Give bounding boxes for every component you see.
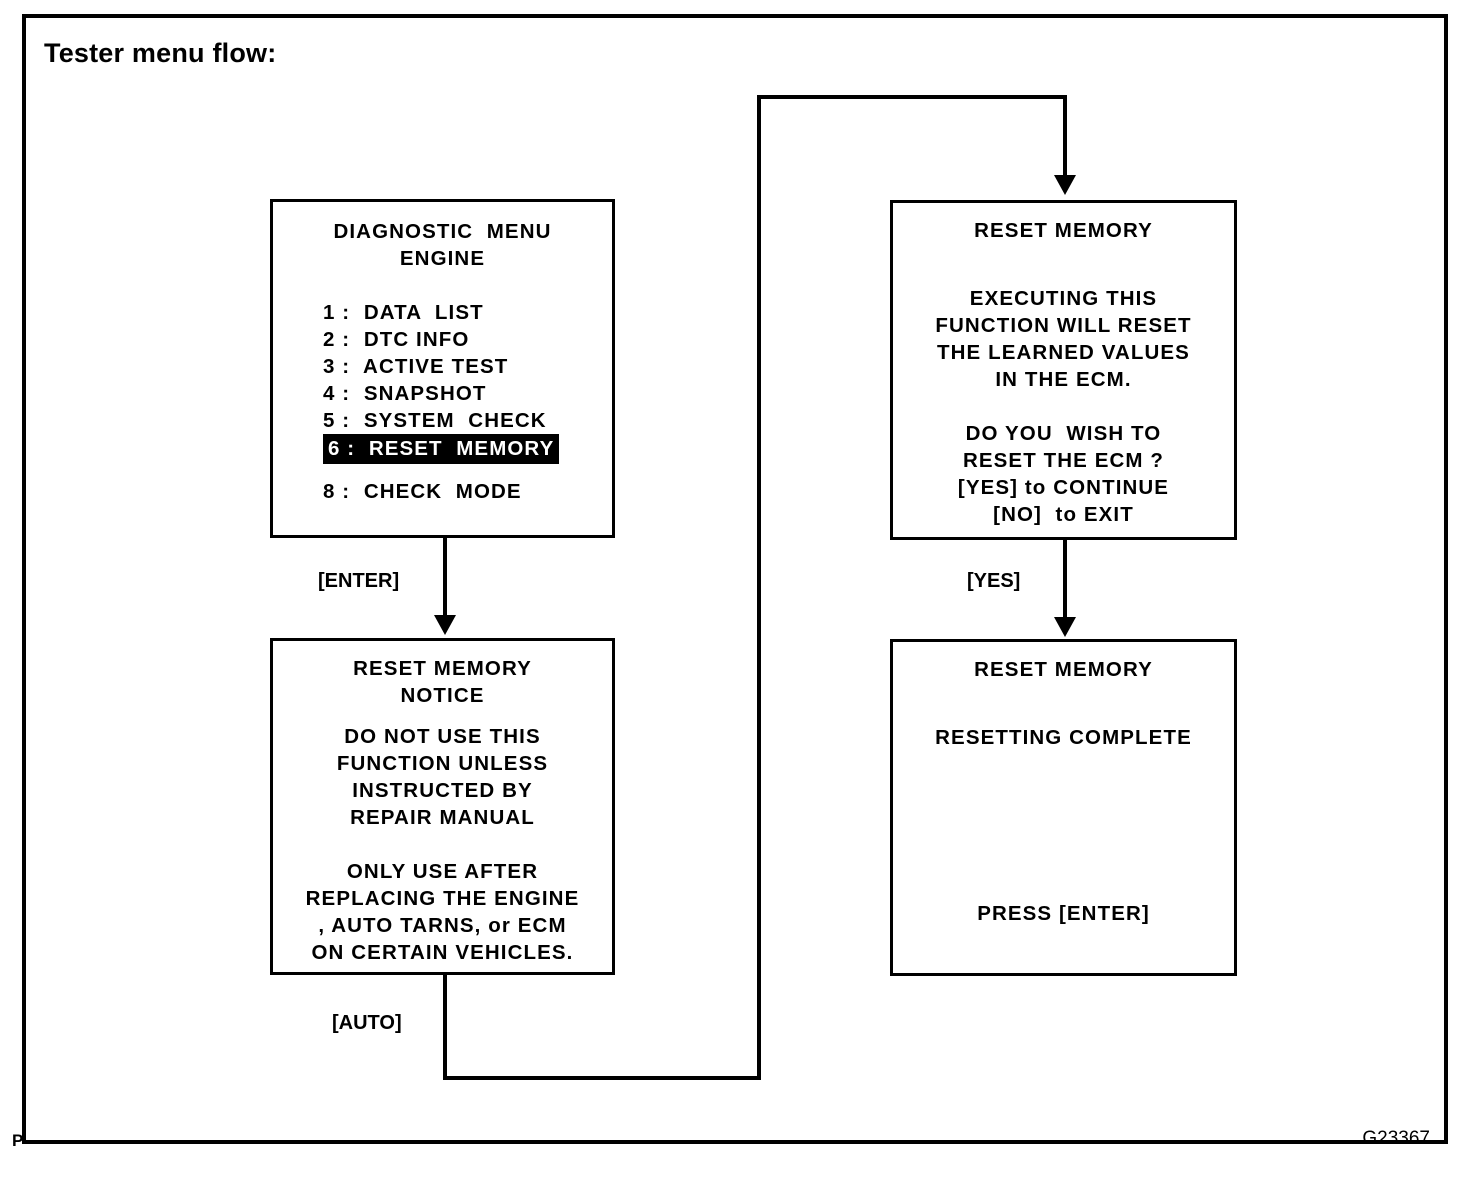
reset-confirm-question-line: DO YOU WISH TO	[965, 422, 1162, 445]
diagnostic-menu-list: 1 : DATA LIST 2 : DTC INFO 3 : ACTIVE TE…	[273, 299, 612, 505]
spacer	[893, 683, 1234, 710]
spacer	[273, 709, 612, 723]
connector-yes-label: [YES]	[967, 570, 1021, 592]
menu-item-data-list[interactable]: 1 : DATA LIST	[323, 301, 484, 324]
reset-notice-body-line: , AUTO TARNS, or ECM	[318, 914, 567, 937]
spacer	[893, 886, 1234, 900]
connector-auto-entry-segment	[1063, 95, 1067, 177]
spacer	[893, 751, 1234, 778]
reset-confirm-body-line: FUNCTION WILL RESET	[935, 314, 1192, 337]
reset-notice-header-line1: RESET MEMORY	[353, 657, 532, 680]
corner-mark: P	[12, 1131, 24, 1150]
menu-item-check-mode[interactable]: 8 : CHECK MODE	[323, 480, 522, 503]
spacer	[273, 831, 612, 858]
page-title: Tester menu flow:	[44, 38, 277, 68]
reset-notice-body-line: DO NOT USE THIS	[344, 725, 541, 748]
connector-auto-down-segment	[443, 975, 447, 1080]
screen-reset-memory-confirm: RESET MEMORY EXECUTING THIS FUNCTION WIL…	[890, 200, 1237, 540]
screen-diagnostic-menu: DIAGNOSTIC MENU ENGINE 1 : DATA LIST 2 :…	[270, 199, 615, 538]
reset-notice-body-line: FUNCTION UNLESS	[336, 752, 549, 775]
reset-complete-header: RESET MEMORY	[974, 658, 1153, 681]
spacer	[893, 859, 1234, 886]
figure-id: G23367	[1362, 1128, 1430, 1149]
diagnostic-menu-header-line2: ENGINE	[399, 247, 486, 270]
screen-reset-memory-notice: RESET MEMORY NOTICE DO NOT USE THIS FUNC…	[270, 638, 615, 975]
connector-enter-line	[443, 538, 447, 616]
spacer	[893, 778, 1234, 805]
spacer	[893, 710, 1234, 724]
reset-notice-body-line: REPAIR MANUAL	[350, 806, 535, 829]
reset-notice-body-line: ON CERTAIN VEHICLES.	[311, 941, 574, 964]
diagnostic-menu-header-line1: DIAGNOSTIC MENU	[333, 220, 552, 243]
spacer	[893, 271, 1234, 285]
reset-confirm-body-line: IN THE ECM.	[995, 368, 1132, 391]
menu-item-active-test[interactable]: 3 : ACTIVE TEST	[323, 355, 509, 378]
reset-confirm-question-line: RESET THE ECM ?	[962, 449, 1164, 472]
connector-enter-arrowhead	[434, 615, 456, 635]
reset-confirm-body-line: THE LEARNED VALUES	[937, 341, 1190, 364]
reset-confirm-yes-option[interactable]: [YES] to CONTINUE	[957, 476, 1170, 499]
reset-complete-status: RESETTING COMPLETE	[935, 726, 1192, 749]
spacer	[323, 464, 612, 478]
connector-yes-arrowhead	[1054, 617, 1076, 637]
spacer	[893, 805, 1234, 832]
spacer	[893, 832, 1234, 859]
menu-item-system-check[interactable]: 5 : SYSTEM CHECK	[323, 409, 547, 432]
connector-auto-arrowhead	[1054, 175, 1076, 195]
spacer	[273, 272, 612, 299]
reset-notice-body-line: INSTRUCTED BY	[352, 779, 533, 802]
reset-complete-footer: PRESS [ENTER]	[977, 902, 1150, 925]
screen-reset-memory-complete: RESET MEMORY RESETTING COMPLETE PRESS [E…	[890, 639, 1237, 976]
menu-item-snapshot[interactable]: 4 : SNAPSHOT	[323, 382, 487, 405]
reset-confirm-body-line: EXECUTING THIS	[969, 287, 1158, 310]
menu-item-reset-memory-selected[interactable]: 6 : RESET MEMORY	[323, 434, 612, 464]
menu-item-dtc-info[interactable]: 2 : DTC INFO	[323, 328, 470, 351]
menu-selection-highlight: 6 : RESET MEMORY	[323, 434, 560, 464]
spacer	[893, 393, 1234, 420]
connector-auto-label: [AUTO]	[332, 1012, 402, 1034]
reset-notice-body-line: REPLACING THE ENGINE	[305, 887, 580, 910]
reset-notice-header-line2: NOTICE	[400, 684, 485, 707]
connector-auto-top-segment	[757, 95, 1067, 99]
connector-yes-line	[1063, 540, 1067, 618]
connector-auto-bottom-segment	[443, 1076, 761, 1080]
connector-enter-label: [ENTER]	[318, 570, 400, 592]
connector-auto-riser-segment	[757, 95, 761, 1080]
outer-frame	[22, 14, 1448, 1144]
reset-confirm-no-option[interactable]: [NO] to EXIT	[993, 503, 1134, 526]
reset-confirm-header: RESET MEMORY	[974, 219, 1153, 242]
spacer	[893, 244, 1234, 271]
reset-notice-body-line: ONLY USE AFTER	[346, 860, 539, 883]
